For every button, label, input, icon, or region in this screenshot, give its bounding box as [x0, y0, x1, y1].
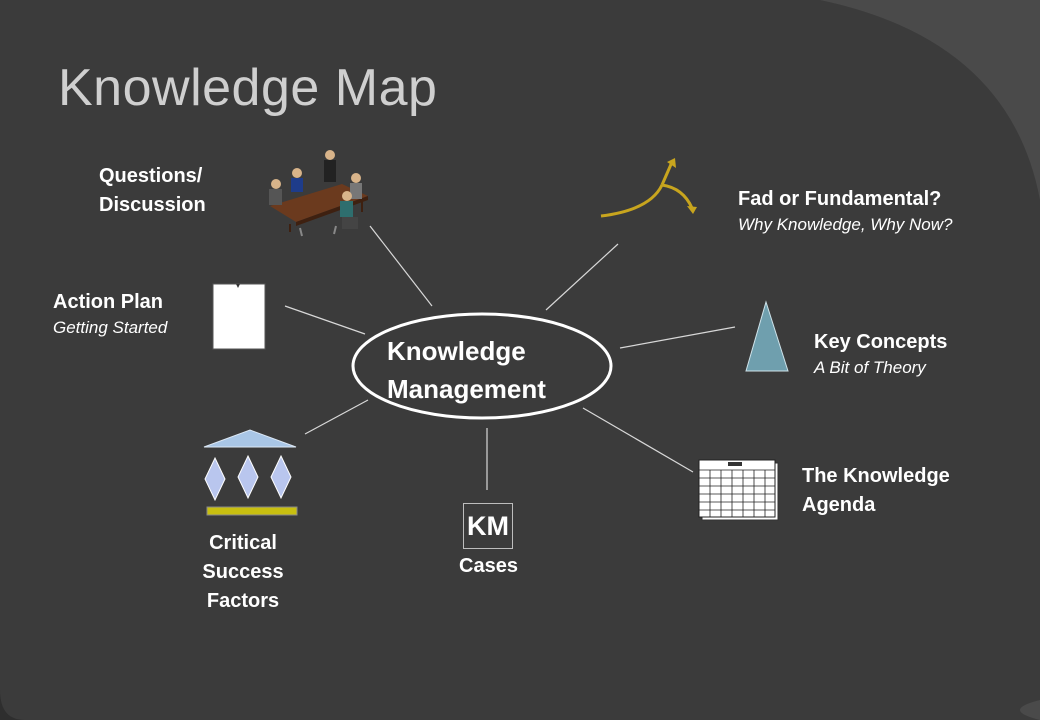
csf-line-2: Success — [202, 561, 284, 583]
slide-title: Knowledge Map — [58, 59, 438, 117]
center-line-2: Management — [387, 374, 546, 404]
connector-fad — [545, 243, 619, 311]
background-corner — [1020, 700, 1040, 720]
action-plan-subtitle: Getting Started — [53, 318, 168, 337]
csf-line-1: Critical — [209, 532, 277, 554]
background-swoosh — [820, 0, 1040, 200]
connector-questions — [369, 225, 433, 307]
connector-lines — [284, 225, 736, 490]
center-ellipse — [351, 312, 613, 420]
km-box: KM — [463, 503, 513, 549]
fad-title: Fad or Fundamental? — [738, 188, 942, 210]
pillars-icon — [203, 429, 298, 516]
connector-key-concepts — [619, 326, 736, 349]
agenda-line-1: The Knowledge — [802, 465, 950, 487]
calendar-icon — [698, 459, 779, 521]
connector-csf — [304, 399, 369, 435]
fad-subtitle: Why Knowledge, Why Now? — [738, 215, 953, 234]
node-action-plan: Action Plan Getting Started — [53, 288, 167, 338]
forked-arrow-icon — [600, 158, 697, 218]
connector-agenda — [582, 407, 694, 473]
connector-action-plan — [284, 305, 366, 335]
key-concepts-title: Key Concepts — [814, 331, 948, 353]
node-questions: Questions/ Discussion — [99, 162, 206, 220]
questions-line-1: Questions/ — [99, 165, 203, 187]
node-agenda: The Knowledge Agenda — [802, 462, 950, 520]
center-line-1: Knowledge — [387, 336, 526, 366]
node-fad: Fad or Fundamental? Why Knowledge, Why N… — [738, 185, 952, 235]
km-cases-label: Cases — [459, 555, 518, 577]
triangle-icon — [745, 300, 789, 372]
node-key-concepts: Key Concepts A Bit of Theory — [814, 328, 947, 378]
meeting-table-icon — [269, 150, 368, 237]
questions-line-2: Discussion — [99, 194, 206, 216]
background-corner-left — [0, 690, 25, 720]
document-page-icon — [212, 283, 266, 350]
csf-line-3: Factors — [206, 590, 280, 612]
action-plan-title: Action Plan — [53, 291, 164, 313]
agenda-line-2: Agenda — [802, 494, 876, 516]
node-csf: Critical Success Factors — [183, 529, 303, 616]
key-concepts-subtitle: A Bit of Theory — [814, 358, 926, 377]
center-node-label: Knowledge Management — [387, 332, 546, 408]
